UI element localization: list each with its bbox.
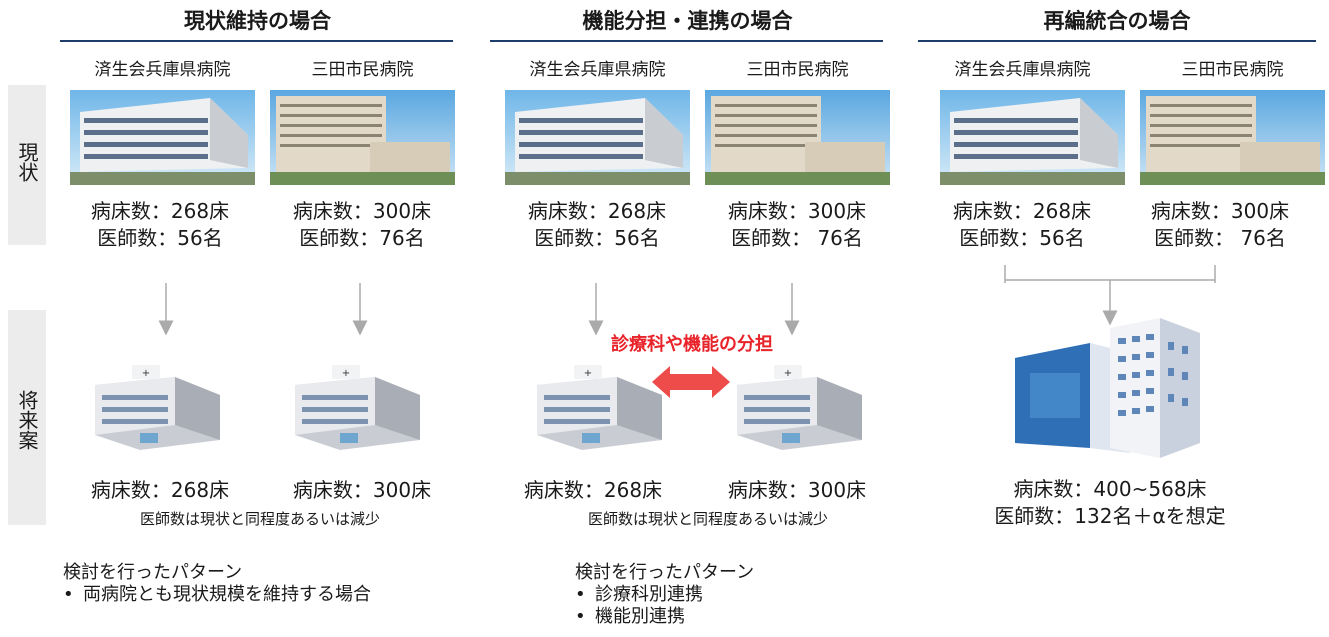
svg-text:+: +	[584, 368, 592, 379]
svg-text:+: +	[784, 368, 792, 379]
column-title-rule-2	[490, 40, 883, 42]
hospital-illustration-2: +	[295, 365, 420, 450]
column-title-rule-1	[60, 40, 453, 42]
hospital-photo-sanda-1	[270, 90, 455, 185]
doctors-count: 医師数： 76名	[1154, 226, 1286, 250]
pattern-item: •診療科別連携	[575, 584, 703, 605]
hospital-photo-saiseikai-3	[940, 90, 1125, 185]
future-beds-saiseikai-1: 病床数：268床	[90, 478, 230, 502]
pattern-item: •両病院とも現状規模を維持する場合	[63, 584, 371, 605]
future-beds-saiseikai-2: 病床数：268床	[523, 478, 663, 502]
merged-doctors-count: 医師数：132名＋αを想定	[994, 504, 1226, 528]
beds-count: 病床数：268床	[527, 199, 667, 223]
svg-text:+: +	[342, 368, 350, 379]
hospital-name-sanda-2: 三田市民病院	[746, 60, 849, 80]
division-label: 診療科や機能の分担	[611, 334, 773, 355]
hospital-name-saiseikai-1: 済生会兵庫県病院	[94, 60, 231, 80]
hospital-name-saiseikai-3: 済生会兵庫県病院	[954, 60, 1091, 80]
bullet-icon: •	[575, 606, 586, 627]
side-band-current	[8, 85, 46, 245]
current-stats-saiseikai-1: 病床数：268床 医師数：56名	[60, 198, 260, 252]
current-stats-sanda-3: 病床数：300床 医師数： 76名	[1120, 198, 1320, 252]
future-note-2: 医師数は現状と同程度あるいは減少	[587, 510, 828, 528]
beds-count: 病床数：300床	[727, 199, 867, 223]
merged-beds-count: 病床数：400~568床	[1013, 477, 1207, 501]
current-stats-saiseikai-2: 病床数：268床 医師数：56名	[497, 198, 697, 252]
column-title-status-quo: 現状維持の場合	[184, 9, 331, 33]
current-stats-sanda-2: 病床数：300床 医師数： 76名	[697, 198, 897, 252]
side-label-future: 将来案	[15, 390, 39, 450]
hospital-name-saiseikai-2: 済生会兵庫県病院	[529, 60, 666, 80]
future-beds-sanda-2: 病床数：300床	[727, 478, 867, 502]
current-stats-saiseikai-3: 病床数：268床 医師数：56名	[922, 198, 1122, 252]
hospital-photo-saiseikai-2	[505, 90, 690, 185]
bullet-icon: •	[63, 584, 74, 605]
pattern-item: •機能別連携	[575, 606, 685, 627]
doctors-count: 医師数： 76名	[731, 226, 863, 250]
doctors-count: 医師数：56名	[959, 226, 1085, 250]
beds-count: 病床数：268床	[952, 199, 1092, 223]
hospital-name-sanda-1: 三田市民病院	[311, 60, 414, 80]
future-note-1: 医師数は現状と同程度あるいは減少	[139, 510, 380, 528]
hospital-illustration-3: +	[537, 365, 662, 450]
pattern-heading: 検討を行ったパターン	[63, 562, 243, 583]
pattern-list-1: 検討を行ったパターン •両病院とも現状規模を維持する場合	[63, 562, 371, 606]
doctors-count: 医師数：76名	[299, 226, 425, 250]
beds-count: 病床数：268床	[90, 199, 230, 223]
beds-count: 病床数：300床	[1150, 199, 1290, 223]
current-stats-sanda-1: 病床数：300床 医師数：76名	[262, 198, 462, 252]
svg-text:+: +	[142, 368, 150, 379]
merged-hospital-illustration	[1015, 318, 1200, 458]
future-beds-sanda-1: 病床数：300床	[292, 478, 432, 502]
hospital-illustration-4: +	[737, 365, 862, 450]
side-band-future	[8, 310, 46, 525]
hospital-photo-sanda-2	[705, 90, 890, 185]
pattern-list-2: 検討を行ったパターン •診療科別連携 •機能別連携	[575, 562, 754, 628]
side-label-current: 現状	[15, 142, 39, 182]
hospital-name-sanda-3: 三田市民病院	[1181, 60, 1284, 80]
bullet-icon: •	[575, 584, 586, 605]
column-title-merger: 再編統合の場合	[1043, 9, 1191, 33]
doctors-count: 医師数：56名	[534, 226, 660, 250]
future-stats-merged: 病床数：400~568床 医師数：132名＋αを想定	[960, 476, 1260, 530]
column-title-cooperation: 機能分担・連携の場合	[582, 9, 793, 33]
beds-count: 病床数：300床	[292, 199, 432, 223]
pattern-heading: 検討を行ったパターン	[575, 562, 755, 583]
hospital-photo-sanda-3	[1140, 90, 1325, 185]
column-title-rule-3	[918, 40, 1316, 42]
double-arrow	[652, 366, 730, 398]
hospital-photo-saiseikai-1	[70, 90, 255, 185]
hospital-illustration-1: +	[95, 365, 220, 450]
doctors-count: 医師数：56名	[97, 226, 223, 250]
